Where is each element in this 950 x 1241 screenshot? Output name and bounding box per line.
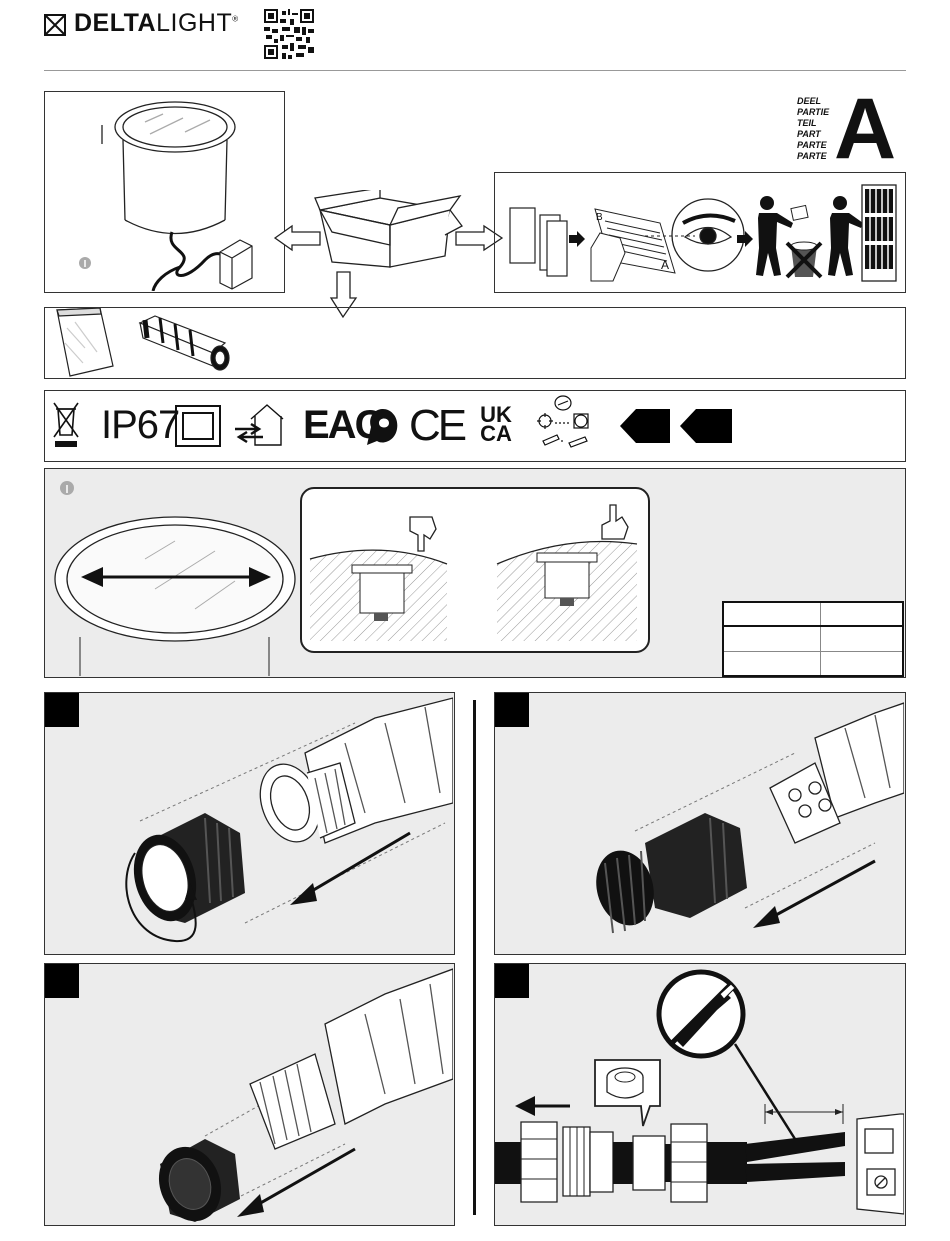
- no-cutter-icon: [659, 972, 743, 1056]
- part-word-fr: PARTIE: [797, 107, 837, 118]
- wire-preparation-illustration: [495, 964, 904, 1224]
- black-arrow-left-icon: [620, 409, 732, 443]
- header-divider: [44, 70, 906, 71]
- ukca-bottom: CA: [475, 424, 517, 443]
- terminal-block: [857, 1114, 904, 1214]
- trash-crossed-icon: [787, 242, 821, 277]
- installation-compare-box: [300, 487, 650, 653]
- remove-sleeve-illustration: [495, 693, 904, 953]
- eye-icon: [672, 199, 744, 271]
- step-1-panel: [44, 692, 455, 955]
- unscrew-cap-illustration: [45, 693, 453, 953]
- table-header-divider: [724, 625, 902, 627]
- step-2-panel: [494, 692, 906, 955]
- hourglass-logo-icon: [44, 14, 66, 36]
- registered-mark: ®: [232, 15, 238, 24]
- ukca-mark-icon: UK CA: [475, 405, 517, 443]
- product-illustration: [45, 92, 283, 291]
- filing-cabinet-icon: [862, 185, 896, 281]
- part-words: DEEL PARTIE TEIL PART PARTE PARTE: [797, 96, 837, 162]
- step-3-panel: [44, 963, 455, 1226]
- part-word-de: TEIL: [797, 118, 837, 129]
- ring-callout: [595, 1060, 660, 1126]
- brand-name-bold: DELTA: [74, 9, 156, 37]
- ip-rating: IP67: [101, 403, 179, 448]
- cap-black: [149, 1138, 240, 1224]
- class-2-double-square-icon: [175, 405, 221, 447]
- installation-compare-illustration: [302, 489, 647, 650]
- bag-icon: [57, 308, 113, 376]
- unboxing-diagram: [270, 190, 505, 320]
- arrow-down-left-icon: [290, 883, 317, 905]
- read-keep-instructions-illustration: B A: [495, 173, 904, 291]
- pull-cap-illustration: [45, 964, 453, 1224]
- accessories-panel: [44, 307, 906, 379]
- part-word-es: PARTE: [797, 151, 837, 162]
- thumbs-down-icon: [410, 517, 436, 551]
- dimension-table: [722, 601, 904, 677]
- arrow-right-icon: [569, 231, 585, 247]
- cap-black: [125, 813, 245, 928]
- part-word-en: PART: [797, 129, 837, 140]
- strip-length-dimension: [765, 1104, 843, 1124]
- wrong-install-illustration: [310, 517, 447, 641]
- arrow-left-icon: [275, 226, 320, 250]
- part-word-nl: DEEL: [797, 96, 837, 107]
- brand-name-light: LIGHT: [156, 9, 232, 37]
- step-4-panel: [494, 963, 906, 1226]
- part-word-it: PARTE: [797, 140, 837, 151]
- sleeve-black: [588, 813, 747, 933]
- read-instructions-panel: B A: [494, 172, 906, 293]
- qr-code-icon[interactable]: [264, 9, 314, 59]
- installation-info-panel: [44, 468, 906, 678]
- page-a-label: A: [661, 258, 669, 272]
- person-filing-icon: [828, 196, 863, 276]
- recycle-mark-icon: [365, 405, 401, 449]
- diameter-illustration: [45, 469, 304, 676]
- arrow-left-icon: [515, 1096, 535, 1116]
- person-discard-icon: [756, 196, 793, 276]
- connector-icon: [140, 316, 229, 370]
- led-replace-icon: [533, 395, 595, 459]
- page-b-label: B: [596, 212, 603, 223]
- weee-bin-icon: [51, 401, 81, 449]
- accessories-illustration: [45, 308, 245, 378]
- correct-install-illustration: [497, 505, 637, 641]
- brand-name: DELTALIGHT®: [74, 9, 239, 38]
- table-row-divider: [724, 651, 902, 652]
- certifications-panel: IP67 EAC CE UK CA: [44, 390, 906, 462]
- product-contents-panel: [44, 91, 285, 293]
- part-letter: A: [834, 86, 896, 172]
- thumbs-up-icon: [602, 505, 628, 539]
- ce-mark-icon: CE: [409, 401, 464, 451]
- arrow-down-left-icon: [753, 906, 780, 928]
- arrow-down-left-icon: [237, 1194, 264, 1217]
- column-separator: [473, 700, 476, 1215]
- table-divider-vertical: [820, 603, 821, 675]
- house-swap-icon: [233, 399, 285, 449]
- brand-logo: DELTALIGHT®: [44, 8, 264, 40]
